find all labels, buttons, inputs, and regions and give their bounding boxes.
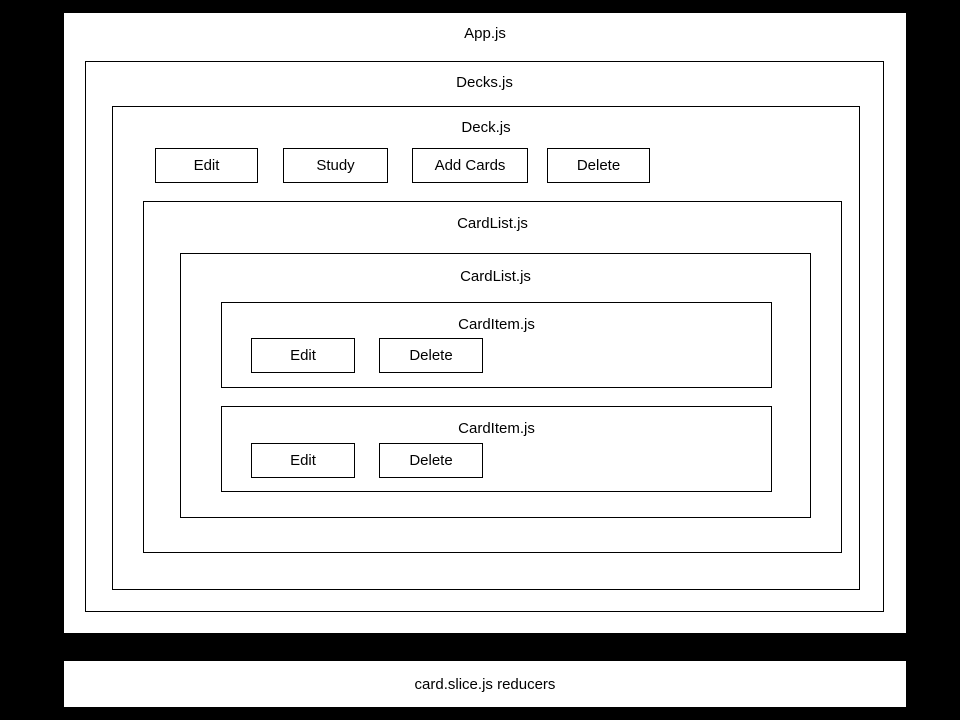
carditem-2-component-label: CardItem.js [458,420,535,437]
decks-component-label: Decks.js [456,74,513,91]
deck-edit-button: Edit [155,148,258,183]
cardlist-outer-component-label: CardList.js [457,215,528,232]
deck-add-cards-button: Add Cards [412,148,528,183]
deck-edit-button-label: Edit [193,157,220,174]
deck-study-button-label: Study [316,157,355,174]
deck-component-label: Deck.js [461,119,511,136]
deck-study-button: Study [283,148,388,183]
deck-add-cards-button-label: Add Cards [434,157,506,174]
carditem-1-delete-button: Delete [379,338,483,373]
carditem-1-edit-button: Edit [251,338,355,373]
deck-delete-button: Delete [547,148,650,183]
app-component-label: App.js [464,25,506,42]
carditem-2-edit-button-label: Edit [290,452,316,469]
reducers-bar-label: card.slice.js reducers [414,675,556,693]
deck-delete-button-label: Delete [576,157,621,174]
cardlist-inner-component-label: CardList.js [460,268,531,285]
carditem-2-delete-button: Delete [379,443,483,478]
carditem-1-edit-button-label: Edit [290,347,316,364]
carditem-2-edit-button: Edit [251,443,355,478]
carditem-1-delete-button-label: Delete [409,347,453,364]
carditem-1-component-label: CardItem.js [458,316,535,333]
reducers-bar: card.slice.js reducers [63,660,907,708]
carditem-2-delete-button-label: Delete [409,452,453,469]
